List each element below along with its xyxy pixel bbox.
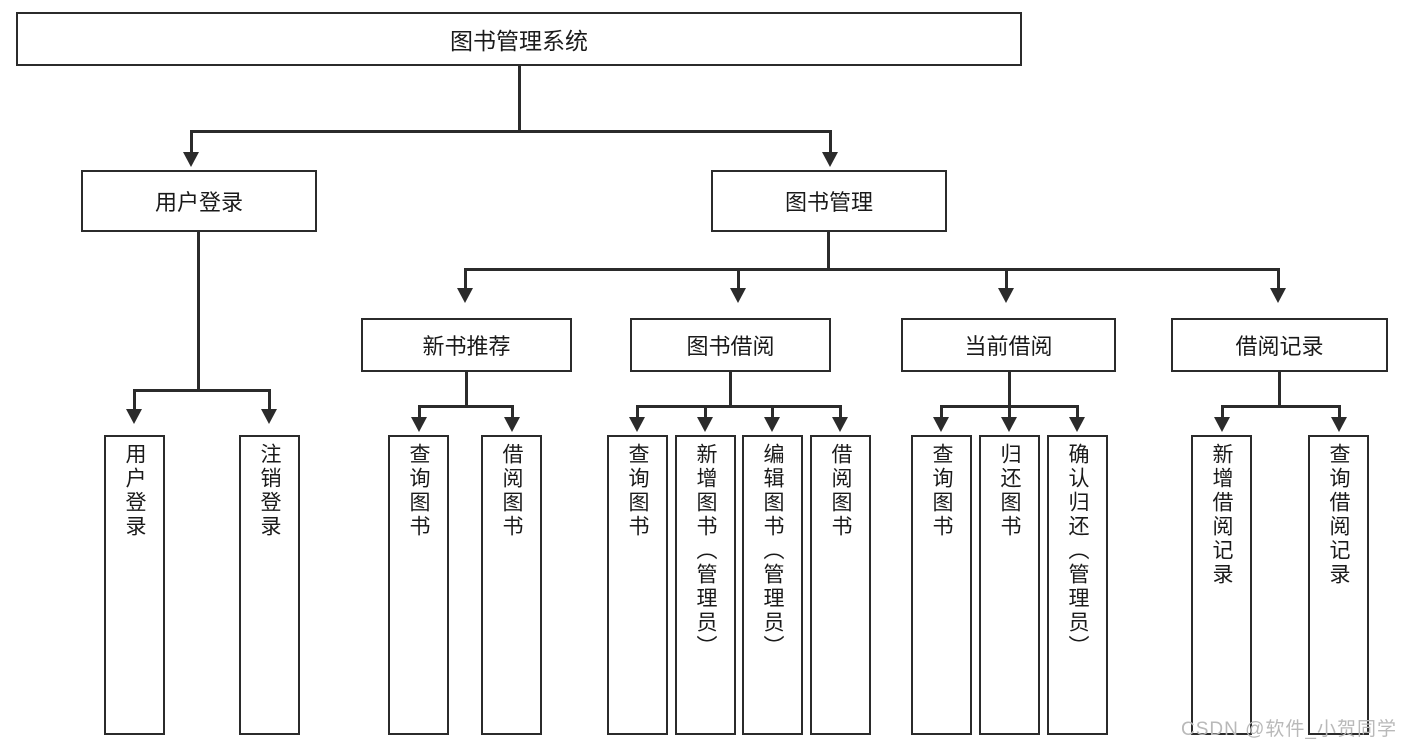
node-label: 图书借阅 bbox=[686, 334, 775, 359]
arrow-current-borrow-leaf-3 bbox=[1069, 417, 1085, 432]
arrow-current-borrow-leaf-2 bbox=[1001, 417, 1017, 432]
connector-to-book-manage bbox=[829, 130, 832, 154]
node-borrow-record[interactable]: 借阅记录 bbox=[1171, 318, 1388, 372]
connector-to-book-borrow bbox=[737, 268, 740, 290]
connector-book-borrow-stem bbox=[729, 372, 732, 405]
arrow-user-login-leaf-1 bbox=[126, 409, 142, 424]
leaf-label: 借阅图书 bbox=[500, 443, 523, 539]
leaf-current-borrow-query[interactable]: 查询图书 bbox=[911, 435, 972, 735]
leaf-label: 归还图书 bbox=[998, 443, 1021, 539]
leaf-label: 查询借阅记录 bbox=[1327, 443, 1350, 587]
arrow-new-book-leaf-1 bbox=[411, 417, 427, 432]
connector-root-bar bbox=[190, 130, 832, 133]
connector-book-manage-bar bbox=[464, 268, 1278, 271]
node-label: 新书推荐 bbox=[422, 334, 511, 359]
leaf-current-borrow-return[interactable]: 归还图书 bbox=[979, 435, 1040, 735]
leaf-borrow-record-query[interactable]: 查询借阅记录 bbox=[1308, 435, 1369, 735]
node-user-login[interactable]: 用户登录 bbox=[81, 170, 317, 232]
connector-user-login-leaf-1 bbox=[133, 389, 136, 411]
node-book-manage[interactable]: 图书管理 bbox=[711, 170, 947, 232]
leaf-label: 编辑图书（管理员） bbox=[761, 443, 784, 659]
connector-to-current-borrow bbox=[1005, 268, 1008, 290]
leaf-book-borrow-add[interactable]: 新增图书（管理员） bbox=[675, 435, 736, 735]
connector-user-login-leaf-2 bbox=[268, 389, 271, 411]
connector-book-borrow-leaf-3 bbox=[771, 405, 774, 419]
connector-new-book-stem bbox=[465, 372, 468, 405]
connector-new-book-leaf-1 bbox=[418, 405, 421, 419]
leaf-label: 查询图书 bbox=[626, 443, 649, 539]
leaf-book-borrow-borrow[interactable]: 借阅图书 bbox=[810, 435, 871, 735]
connector-book-borrow-leaf-2 bbox=[704, 405, 707, 419]
leaf-label: 注销登录 bbox=[258, 443, 281, 539]
connector-book-borrow-leaf-1 bbox=[636, 405, 639, 419]
leaf-label: 借阅图书 bbox=[829, 443, 852, 539]
node-new-book-recommend[interactable]: 新书推荐 bbox=[361, 318, 572, 372]
connector-root-stem bbox=[518, 66, 521, 130]
leaf-current-borrow-confirm[interactable]: 确认归还（管理员） bbox=[1047, 435, 1108, 735]
arrow-book-borrow-leaf-3 bbox=[764, 417, 780, 432]
connector-borrow-record-leaf-2 bbox=[1338, 405, 1341, 419]
leaf-new-book-borrow[interactable]: 借阅图书 bbox=[481, 435, 542, 735]
node-book-borrow[interactable]: 图书借阅 bbox=[630, 318, 831, 372]
connector-current-borrow-leaf-1 bbox=[940, 405, 943, 419]
connector-to-borrow-record bbox=[1277, 268, 1280, 290]
leaf-label: 用户登录 bbox=[123, 443, 146, 539]
leaf-new-book-query[interactable]: 查询图书 bbox=[388, 435, 449, 735]
leaf-label: 确认归还（管理员） bbox=[1066, 443, 1089, 659]
arrow-user-login-leaf-2 bbox=[261, 409, 277, 424]
node-label: 借阅记录 bbox=[1235, 334, 1324, 359]
connector-borrow-record-stem bbox=[1278, 372, 1281, 405]
connector-to-user-login bbox=[190, 130, 193, 154]
leaf-book-borrow-edit[interactable]: 编辑图书（管理员） bbox=[742, 435, 803, 735]
connector-user-login-bar bbox=[133, 389, 269, 392]
connector-current-borrow-leaf-2 bbox=[1008, 405, 1011, 419]
leaf-borrow-record-add[interactable]: 新增借阅记录 bbox=[1191, 435, 1252, 735]
node-root-system[interactable]: 图书管理系统 bbox=[16, 12, 1022, 66]
connector-book-borrow-bar bbox=[636, 405, 842, 408]
arrow-new-book-leaf-2 bbox=[504, 417, 520, 432]
leaf-label: 新增借阅记录 bbox=[1210, 443, 1233, 587]
arrow-book-borrow-leaf-4 bbox=[832, 417, 848, 432]
connector-current-borrow-leaf-3 bbox=[1076, 405, 1079, 419]
arrow-book-borrow-leaf-1 bbox=[629, 417, 645, 432]
arrow-to-user-login bbox=[183, 152, 199, 167]
arrow-current-borrow-leaf-1 bbox=[933, 417, 949, 432]
arrow-to-book-borrow bbox=[730, 288, 746, 303]
connector-to-new-book bbox=[464, 268, 467, 290]
connector-new-book-bar bbox=[418, 405, 514, 408]
watermark-text: CSDN @软件_小贺同学 bbox=[1181, 719, 1397, 740]
connector-new-book-leaf-2 bbox=[511, 405, 514, 419]
connector-user-login-stem bbox=[197, 232, 200, 389]
leaf-book-borrow-query[interactable]: 查询图书 bbox=[607, 435, 668, 735]
arrow-book-borrow-leaf-2 bbox=[697, 417, 713, 432]
leaf-user-login-login[interactable]: 用户登录 bbox=[104, 435, 165, 735]
arrow-to-new-book bbox=[457, 288, 473, 303]
leaf-label: 新增图书（管理员） bbox=[694, 443, 717, 659]
arrow-to-current-borrow bbox=[998, 288, 1014, 303]
arrow-borrow-record-leaf-1 bbox=[1214, 417, 1230, 432]
leaf-label: 查询图书 bbox=[930, 443, 953, 539]
connector-borrow-record-bar bbox=[1221, 405, 1341, 408]
node-label: 图书管理 bbox=[784, 190, 873, 215]
leaf-label: 查询图书 bbox=[407, 443, 430, 539]
node-label: 图书管理系统 bbox=[450, 28, 588, 54]
arrow-borrow-record-leaf-2 bbox=[1331, 417, 1347, 432]
connector-book-borrow-leaf-4 bbox=[839, 405, 842, 419]
arrow-to-book-manage bbox=[822, 152, 838, 167]
connector-book-manage-stem bbox=[827, 232, 830, 268]
leaf-user-login-logout[interactable]: 注销登录 bbox=[239, 435, 300, 735]
arrow-to-borrow-record bbox=[1270, 288, 1286, 303]
node-label: 用户登录 bbox=[154, 190, 243, 215]
connector-borrow-record-leaf-1 bbox=[1221, 405, 1224, 419]
node-current-borrow[interactable]: 当前借阅 bbox=[901, 318, 1116, 372]
node-label: 当前借阅 bbox=[964, 334, 1053, 359]
connector-current-borrow-stem bbox=[1008, 372, 1011, 405]
